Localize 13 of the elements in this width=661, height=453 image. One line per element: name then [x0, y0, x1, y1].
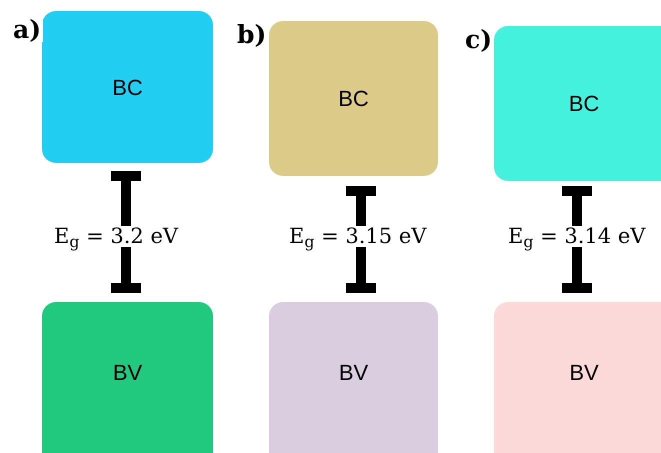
band-label: BC — [338, 85, 369, 113]
panel-label: a) — [11, 17, 44, 42]
band-box — [42, 11, 213, 163]
band-label: BV — [338, 358, 368, 386]
band-label: BC — [568, 90, 600, 118]
band-box — [494, 302, 661, 453]
band-label: BV — [112, 358, 142, 386]
band-label: BC — [112, 74, 143, 102]
band-box — [42, 302, 213, 453]
band-box — [494, 26, 661, 181]
band-label: BV — [569, 358, 599, 386]
band-box — [269, 302, 438, 453]
band-box — [269, 21, 438, 176]
